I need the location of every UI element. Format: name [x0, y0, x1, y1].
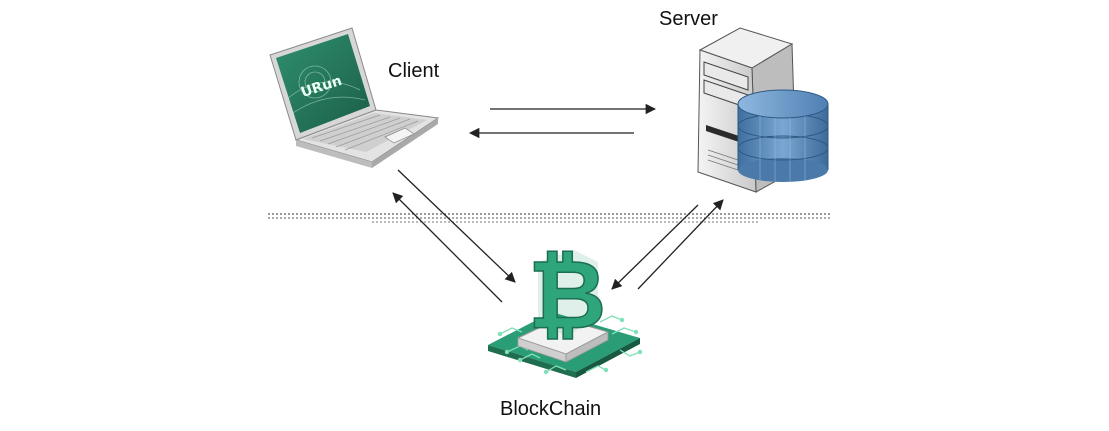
database-cylinder — [737, 89, 829, 182]
server-label: Server — [659, 8, 718, 30]
arrow-blockchain-to-client — [392, 192, 503, 303]
blockchain-label: BlockChain — [500, 398, 602, 420]
laptop-icon: URun — [269, 27, 440, 168]
arrow-client-to-blockchain — [397, 169, 516, 283]
separator-dotted-lines — [268, 213, 832, 223]
bitcoin-glyph: ₿ — [528, 239, 606, 351]
bitcoin-chip-icon: ₿ — [488, 238, 643, 378]
arrow-blockchain-to-server — [637, 199, 724, 290]
client-label: Client — [388, 60, 440, 82]
server-database-icon — [697, 27, 829, 193]
connection-arrows — [392, 103, 724, 303]
arrow-server-to-blockchain — [611, 204, 699, 290]
bitcoin-glyph-block: ₿ — [527, 238, 607, 352]
